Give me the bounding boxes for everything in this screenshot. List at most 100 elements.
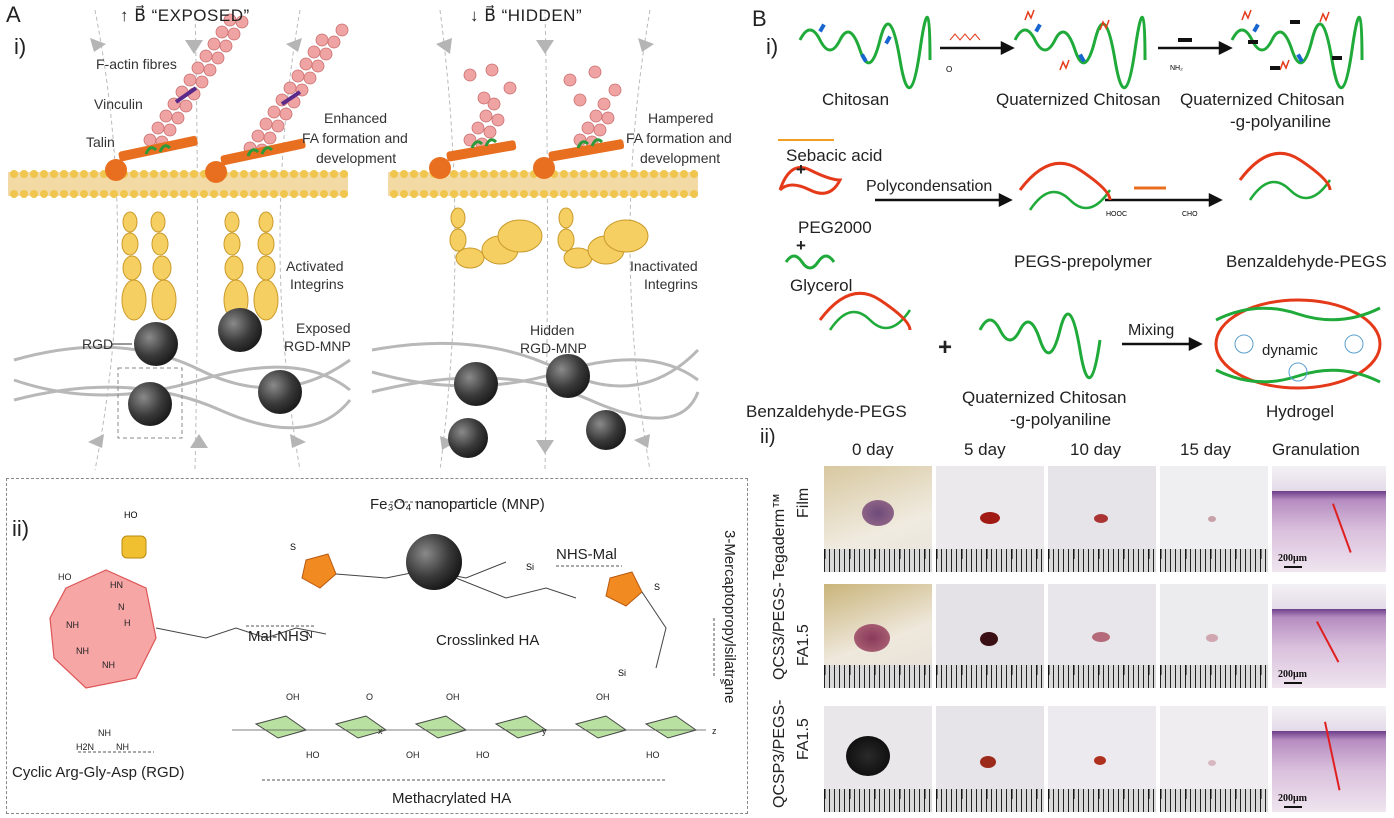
wound-photo-r2-5day [936,584,1044,688]
svg-text:CHO: CHO [1182,211,1198,218]
hydrogel-label: Hydrogel [1266,402,1335,421]
svg-text:NH₂: NH₂ [1170,65,1183,72]
svg-text:HO: HO [124,510,138,520]
svg-text:OH: OH [596,692,610,702]
wound-photo-r1-5day [936,466,1044,572]
qc-g-pani-label-2: -g-polyaniline [1230,112,1332,131]
hidden-mnp-label-1: Hidden [530,322,575,338]
exposed-mnp-label-1: Exposed [296,320,351,336]
row-label-1a: Tegaderm™ [771,492,788,580]
plus-2: + [796,236,806,255]
svg-text:O: O [946,65,952,74]
ecm-fibres-left [13,345,352,430]
svg-text:N: N [306,630,313,640]
cyclic-rgd-label: Cyclic Arg-Gly-Asp (RGD) [12,764,185,781]
panel-a-letter: A [6,2,21,27]
scale-bar-r1: 200μm [1278,553,1307,564]
enhanced-label-1: Enhanced [324,110,388,126]
fe3o4-label: Fe₃O₄ nanoparticle (MNP) [370,496,545,513]
qc-g-pani-label-3: Quaternized Chitosan [962,388,1127,407]
integrins-inactivated [449,207,649,269]
col-header-10day: 10 day [1070,440,1122,459]
enhanced-label-3: development [316,150,397,166]
wound-photo-r3-0day [824,706,932,812]
wound-photo-r1-10day [1048,466,1156,572]
qc-g-pani-label-4: -g-polyaniline [1010,410,1112,429]
svg-text:Si: Si [618,668,626,678]
f-actin-left [143,13,349,157]
benzaldehyde-pegs-label-1: Benzaldehyde-PEGS [1226,252,1387,271]
zoom-box [117,367,183,439]
glycerol-label: Glycerol [790,276,853,295]
svg-text:HO: HO [306,750,320,760]
svg-text:HOOC: HOOC [1106,211,1127,218]
sebacic-acid-label: Sebacic acid [786,146,883,165]
rgd-label: RGD [82,336,114,352]
svg-text:N: N [118,602,125,612]
membrane-left [8,170,348,198]
plus-1: + [796,160,806,179]
row-label-3a: QCSP3/PEGS- [771,699,788,808]
wound-photo-r1-15day [1160,466,1268,572]
mercapto-label: 3-Mercaptopropylsilatrane [721,530,738,704]
talin-right [429,139,625,179]
plus-3: + [938,334,953,361]
row-label-2a: QCS3/PEGS- [771,582,788,680]
col-header-0day: 0 day [852,440,894,459]
wound-photo-r3-5day [936,706,1044,812]
scale-bar-r2: 200μm [1278,669,1307,680]
inactivated-label-2: Integrins [644,276,698,292]
row-label-2b: FA1.5 [795,624,812,666]
nhs-mal-label: NHS-Mal [556,546,617,563]
svg-text:z: z [712,726,717,736]
wound-photo-r2-15day [1160,584,1268,688]
qc-g-pani-label-1: Quaternized Chitosan [1180,90,1345,109]
panel-a-sub-ii: ii) [12,516,30,541]
col-header-15day: 15 day [1180,440,1232,459]
vinculin-label: Vinculin [94,96,143,112]
svg-text:OH: OH [406,750,420,760]
wound-photo-r3-15day [1160,706,1268,812]
mal-nhs-label: Mal-NHS [248,628,309,645]
crosslinked-ha-label: Crosslinked HA [436,632,540,649]
inactivated-label-1: Inactivated [630,258,698,274]
panel-b-letter: B [752,6,767,31]
activated-label-2: Integrins [290,276,344,292]
svg-text:HO: HO [646,750,660,760]
svg-text:S: S [654,582,660,592]
panel-a-sub-i: i) [14,34,27,59]
svg-text:Si: Si [526,562,534,572]
svg-text:NH: NH [66,620,79,630]
methacrylated-ha-label: Methacrylated HA [392,790,512,807]
svg-text:NH: NH [116,742,129,752]
field-arrows [88,38,654,454]
quaternized-chitosan-label: Quaternized Chitosan [996,90,1161,109]
svg-text:NH: NH [98,728,111,738]
dynamic-label: dynamic [1262,342,1318,359]
svg-text:x: x [378,726,383,736]
exposed-title: ↑ B⃗ “EXPOSED” [120,6,250,25]
integrin-schematic [8,9,700,471]
polycondensation-label: Polycondensation [866,178,993,195]
activated-label-1: Activated [286,258,344,274]
mixing-label: Mixing [1128,322,1175,339]
wound-photo-r1-0day [824,466,932,572]
vinculin-mark [174,86,198,104]
row-label-3b: FA1.5 [795,718,812,760]
wound-photo-r2-0day [824,584,932,688]
svg-text:y: y [542,726,547,736]
granulation-histology-r3: 200μm [1272,706,1386,812]
svg-text:OH: OH [446,692,460,702]
fe3o4-core [406,534,462,590]
hydrogel-synthesis-scheme: O NH₂ HOOC CHO [778,9,1382,390]
hampered-label-2: FA formation and [626,130,732,146]
chemistry-box [6,478,748,814]
hidden-title: ↓ B⃗ “HIDDEN” [470,6,583,25]
exposed-mnp-label-2: RGD-MNP [284,338,351,354]
mnp-particles [128,308,626,458]
svg-text:O: O [366,692,373,702]
granulation-histology-r2: 200μm [1272,584,1386,688]
svg-text:HN: HN [110,580,123,590]
wound-photo-r2-10day [1048,584,1156,688]
